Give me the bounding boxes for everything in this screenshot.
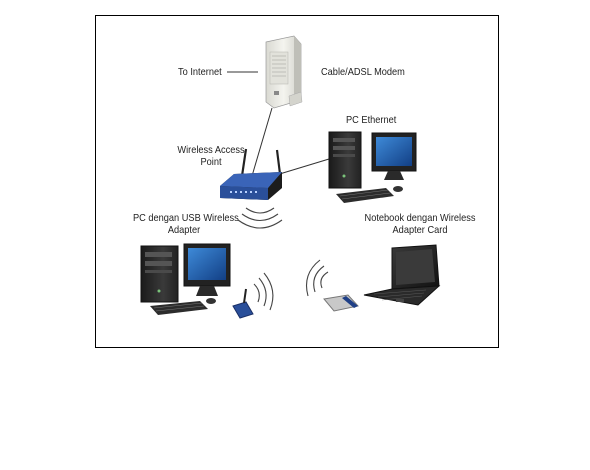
pc-card-adapter: [323, 294, 359, 312]
notebook-label-line1: Notebook dengan Wireless: [364, 212, 476, 224]
notebook-device: [363, 244, 441, 306]
modem-to-router-line: [251, 107, 273, 177]
wireless-router-device: [220, 148, 282, 200]
modem-label: Cable/ADSL Modem: [321, 66, 405, 78]
connection-lines: [227, 71, 330, 177]
router-to-pc-line: [272, 158, 330, 177]
pc-ethernet-label: PC Ethernet: [346, 114, 397, 126]
notebook-signal-waves: [305, 259, 329, 297]
notebook-label-line2: Adapter Card: [392, 224, 448, 236]
diagram-artwork: [140, 35, 441, 319]
internet-label: To Internet: [178, 66, 222, 78]
access-point-label-line1: Wireless Access: [177, 144, 245, 156]
network-diagram: To Internet Cable/ADSL Modem Wireless Ac…: [95, 15, 499, 348]
notebook-label: Notebook dengan Wireless Adapter Card: [364, 212, 477, 236]
pc-usb-label: PC dengan USB Wireless Adapter: [132, 212, 239, 236]
access-point-label: Wireless Access Point: [176, 144, 246, 168]
cable-modem-device: [265, 35, 303, 109]
usb-signal-waves: [253, 272, 274, 311]
pc-ethernet-device: [328, 131, 417, 203]
pc-usb-device: [140, 243, 254, 319]
pc-usb-label-line1: PC dengan USB Wireless: [132, 212, 239, 224]
pc-usb-label-line2: Adapter: [167, 224, 201, 236]
router-signal-waves: [237, 207, 283, 229]
access-point-label-line2: Point: [200, 156, 222, 168]
